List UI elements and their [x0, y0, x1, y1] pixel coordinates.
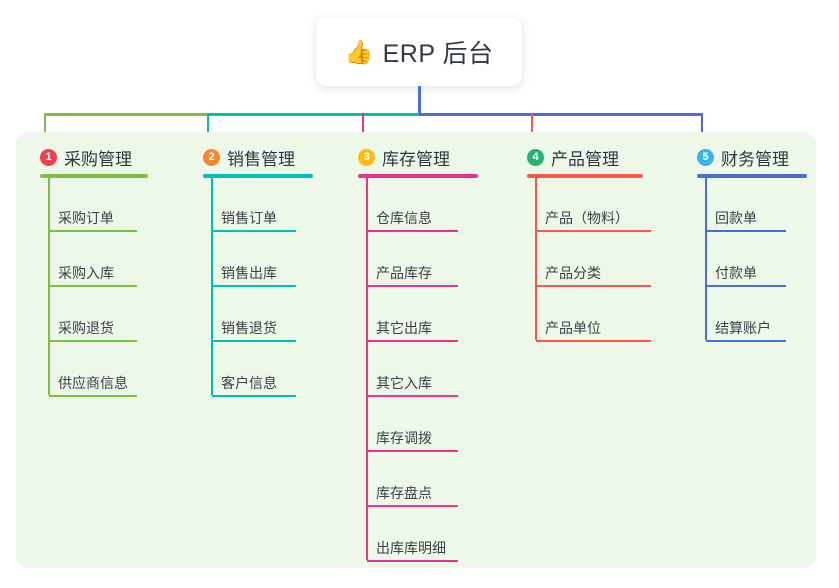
module-underline-2	[203, 174, 313, 178]
module-header-2[interactable]: 2 销售管理	[203, 145, 295, 170]
module-column-4: 4 产品管理产品（物料） 产品分类产品单位	[527, 132, 663, 568]
module-item[interactable]: 客户信息	[221, 375, 277, 391]
module-item-underline	[367, 450, 458, 452]
module-item-underline	[367, 340, 458, 342]
module-item[interactable]: 销售订单	[221, 210, 277, 226]
module-trunk-2	[211, 174, 213, 395]
module-header-1[interactable]: 1 采购管理	[40, 145, 132, 170]
module-item-underline	[706, 340, 786, 342]
module-badge-2: 2	[203, 149, 220, 166]
module-underline-4	[527, 174, 643, 178]
module-underline-1	[40, 174, 148, 178]
module-item-underline	[706, 285, 786, 287]
module-header-3[interactable]: 3 库存管理	[358, 145, 450, 170]
module-badge-1: 1	[40, 149, 57, 166]
module-item-underline	[49, 285, 137, 287]
module-item[interactable]: 采购退货	[58, 320, 114, 336]
module-title-3: 库存管理	[382, 150, 450, 169]
root-stem-line	[418, 86, 421, 115]
module-badge-5: 5	[697, 149, 714, 166]
module-trunk-5	[705, 174, 707, 340]
bus-segment-1	[44, 113, 207, 116]
module-item-underline	[536, 285, 651, 287]
module-item[interactable]: 供应商信息	[58, 375, 128, 391]
bus-segment-2	[207, 113, 419, 116]
module-badge-3: 3	[358, 149, 375, 166]
module-item-underline	[536, 340, 651, 342]
module-trunk-3	[366, 174, 368, 560]
module-item-underline	[367, 395, 458, 397]
module-column-1: 1 采购管理采购订单采购入库采购退货供应商信息	[40, 132, 168, 568]
module-item-underline	[212, 230, 296, 232]
module-item[interactable]: 采购入库	[58, 265, 114, 281]
module-column-2: 2 销售管理销售订单销售出库销售退货客户信息	[203, 132, 333, 568]
module-column-5: 5 财务管理回款单付款单结算账户	[697, 132, 827, 568]
module-trunk-4	[535, 174, 537, 340]
module-item-underline	[212, 340, 296, 342]
thumbs-up-icon: 👍	[344, 38, 374, 65]
module-item[interactable]: 销售退货	[221, 320, 277, 336]
module-item[interactable]: 库存盘点	[376, 485, 432, 501]
bus-segment-3	[419, 113, 701, 116]
module-item-underline	[367, 560, 458, 562]
module-item[interactable]: 采购订单	[58, 210, 114, 226]
module-item-underline	[536, 230, 651, 232]
module-badge-4: 4	[527, 149, 544, 166]
module-item[interactable]: 结算账户	[715, 320, 771, 336]
module-item[interactable]: 产品单位	[545, 320, 601, 336]
module-item[interactable]: 仓库信息	[376, 210, 432, 226]
module-underline-3	[358, 174, 478, 178]
module-item[interactable]: 产品（物料）	[545, 210, 629, 226]
module-item-underline	[49, 395, 137, 397]
root-node-title: 👍 ERP 后台	[344, 34, 493, 70]
module-item-underline	[212, 285, 296, 287]
module-header-5[interactable]: 5 财务管理	[697, 145, 789, 170]
module-item[interactable]: 出库库明细	[376, 540, 446, 556]
module-item-underline	[49, 230, 137, 232]
module-item[interactable]: 其它出库	[376, 320, 432, 336]
module-trunk-1	[48, 174, 50, 395]
module-item-underline	[706, 230, 786, 232]
module-item[interactable]: 产品库存	[376, 265, 432, 281]
module-item-underline	[212, 395, 296, 397]
module-underline-5	[697, 174, 807, 178]
root-node-card[interactable]: 👍 ERP 后台	[316, 18, 522, 86]
module-title-5: 财务管理	[721, 150, 789, 169]
module-item-underline	[367, 505, 458, 507]
module-item[interactable]: 其它入库	[376, 375, 432, 391]
root-node-label: ERP 后台	[382, 40, 494, 68]
modules-panel	[16, 132, 816, 568]
module-title-2: 销售管理	[227, 150, 295, 169]
module-header-4[interactable]: 4 产品管理	[527, 145, 619, 170]
module-item[interactable]: 产品分类	[545, 265, 601, 281]
module-item[interactable]: 库存调拨	[376, 430, 432, 446]
module-item[interactable]: 回款单	[715, 210, 757, 226]
module-title-4: 产品管理	[551, 150, 619, 169]
module-item[interactable]: 付款单	[715, 265, 757, 281]
module-item-underline	[367, 230, 458, 232]
module-column-3: 3 库存管理仓库信息产品库存其它出库其它入库库存调拨库存盘点出库库明细	[358, 132, 498, 568]
module-item-underline	[367, 285, 458, 287]
module-item[interactable]: 销售出库	[221, 265, 277, 281]
module-title-1: 采购管理	[64, 150, 132, 169]
module-item-underline	[49, 340, 137, 342]
